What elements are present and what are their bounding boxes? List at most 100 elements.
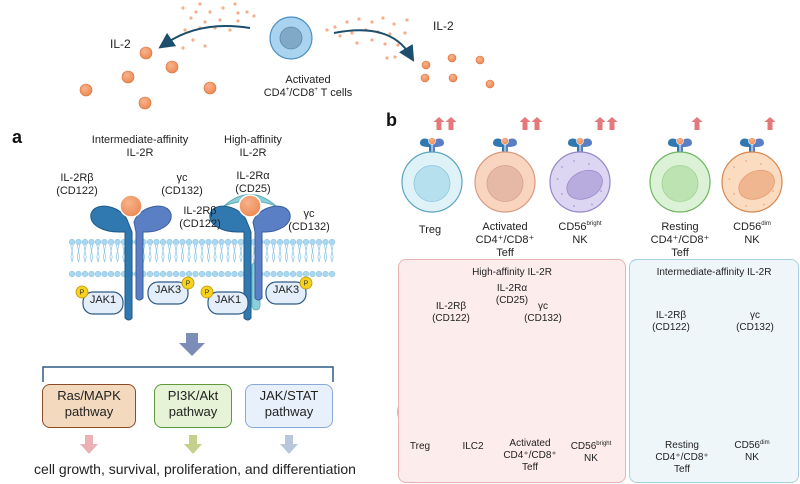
lipid-head <box>224 270 232 278</box>
cd4-text: CD4 <box>263 87 286 99</box>
lipid-head <box>296 270 303 278</box>
granule <box>556 178 559 180</box>
ras-mapk-pathway-box: Ras/MAPK pathway <box>42 384 136 428</box>
lipid-head <box>81 238 89 246</box>
lipid-head <box>283 238 290 246</box>
intermediate-affinity-title: Intermediate-affinity IL-2R <box>80 134 200 160</box>
il2-particle <box>236 11 240 15</box>
high-box-cell-label-cd56bright-nk: CD56bright NK <box>561 441 621 465</box>
lipid-head <box>218 238 225 246</box>
lipid-head <box>94 238 102 246</box>
il2-particle <box>181 6 185 10</box>
il2-particle <box>393 55 397 59</box>
lipid-head <box>185 270 193 278</box>
granule <box>772 190 774 192</box>
lipid-head <box>289 238 297 246</box>
granule <box>573 205 575 207</box>
label-line1: CD56bright <box>561 441 621 453</box>
label-line2: CD4⁺/CD8⁺ <box>655 452 709 463</box>
lipid-head <box>198 270 206 278</box>
gamma-c-chain <box>580 138 592 161</box>
granule <box>591 203 593 206</box>
lipid-tail <box>109 244 113 263</box>
il2-label-left: IL-2 <box>110 37 131 51</box>
gamma-c-chain <box>432 138 444 161</box>
lipid-tail <box>193 244 198 263</box>
lipid-tail <box>200 244 204 263</box>
high-affinity-title: High-affinity IL-2R <box>218 134 288 160</box>
il2-molecule <box>420 73 430 83</box>
top-cell-cd56bright-nk <box>549 151 611 213</box>
lipid-tail <box>330 244 334 263</box>
label-line2: (CD25) <box>495 295 529 306</box>
lipid-head <box>159 238 167 246</box>
pathway-name: Ras/MAPK <box>57 388 121 403</box>
nucleus <box>486 165 524 202</box>
high-affinity-box-title: High-affinity IL-2R <box>472 267 552 278</box>
il2-particle <box>228 28 232 32</box>
high-box-cell-label-ilc2: ILC2 <box>462 441 484 452</box>
upregulation-arrow <box>594 117 606 130</box>
il2-molecule <box>421 60 431 70</box>
granule <box>745 160 747 162</box>
jak3-label-left: JAK3 <box>154 284 182 296</box>
activated-t-cell-label-line1: Activated <box>285 74 331 86</box>
il2-particle <box>338 34 342 38</box>
superscript: bright <box>596 441 612 447</box>
lipid-tail <box>174 244 178 263</box>
top-cell-label-cd56dim-nk: CD56dim NK <box>722 221 782 247</box>
il2-particle <box>181 46 185 50</box>
label-line1: Activated <box>482 221 528 233</box>
lipid-head <box>270 270 277 278</box>
pathway-word: pathway <box>64 404 114 419</box>
il2-molecule <box>203 81 217 95</box>
lipid-tail <box>180 244 185 263</box>
il2-molecule <box>138 96 152 110</box>
lipid-tail <box>206 244 211 263</box>
jak1-label-right: JAK1 <box>214 294 242 306</box>
high-box-il2ra-label: IL-2Rα (CD25) <box>490 283 534 307</box>
label-line2: CD4⁺/CD8⁺ <box>475 234 535 246</box>
lipid-head <box>172 238 180 246</box>
il2-particle <box>198 2 202 6</box>
lipid-tail <box>278 244 282 263</box>
upregulation-arrow <box>764 117 776 130</box>
pathway-name: PI3K/Akt <box>167 388 219 403</box>
cd56-text: CD56 <box>733 221 762 233</box>
label-line1: IL-2Rα <box>236 170 270 182</box>
lipid-head <box>224 238 232 246</box>
lipid-head <box>283 270 290 278</box>
il2rb-chain <box>420 138 432 161</box>
superscript: dim <box>761 221 771 227</box>
label-line2: (CD25) <box>235 183 271 195</box>
phosphate-icon <box>299 276 313 290</box>
jak1-box-right <box>207 291 249 315</box>
il2-particle <box>385 56 389 60</box>
lipid-head <box>114 270 121 278</box>
lipid-head <box>205 270 212 278</box>
lipid-head <box>231 270 238 278</box>
high-box-il2rb-label: IL-2Rβ (CD122) <box>426 301 476 325</box>
label-line2: (CD122) <box>432 313 470 324</box>
lipid-head <box>328 238 336 246</box>
upregulation-arrow <box>691 117 703 130</box>
outcome-arrow <box>184 435 202 454</box>
cd56-text: CD56 <box>558 221 587 233</box>
lipid-head <box>146 270 154 278</box>
label-line1: IL-2Rβ <box>183 205 217 217</box>
label-line2: NK <box>584 453 598 464</box>
cd56-text: CD56 <box>734 440 760 451</box>
phosphate-label: P <box>186 281 191 288</box>
lipid-tail <box>323 244 328 263</box>
il2-particle <box>333 25 337 29</box>
activated-t-cell-label-line2: CD4+/CD8+ T cells <box>238 87 378 100</box>
label-line1: IL-2Rα <box>496 283 528 294</box>
lipid-head <box>237 270 245 278</box>
il2-particle <box>183 28 187 32</box>
top-cell-label-activated-teff: Activated CD4⁺/CD8⁺ Teff <box>470 221 540 260</box>
high-affinity-box <box>398 259 626 483</box>
int-box-cell-label-resting-teff: Resting CD4⁺/CD8⁺ Teff <box>650 440 714 476</box>
granule <box>588 163 590 165</box>
superscript: bright <box>586 221 602 227</box>
lipid-tail <box>102 244 107 263</box>
